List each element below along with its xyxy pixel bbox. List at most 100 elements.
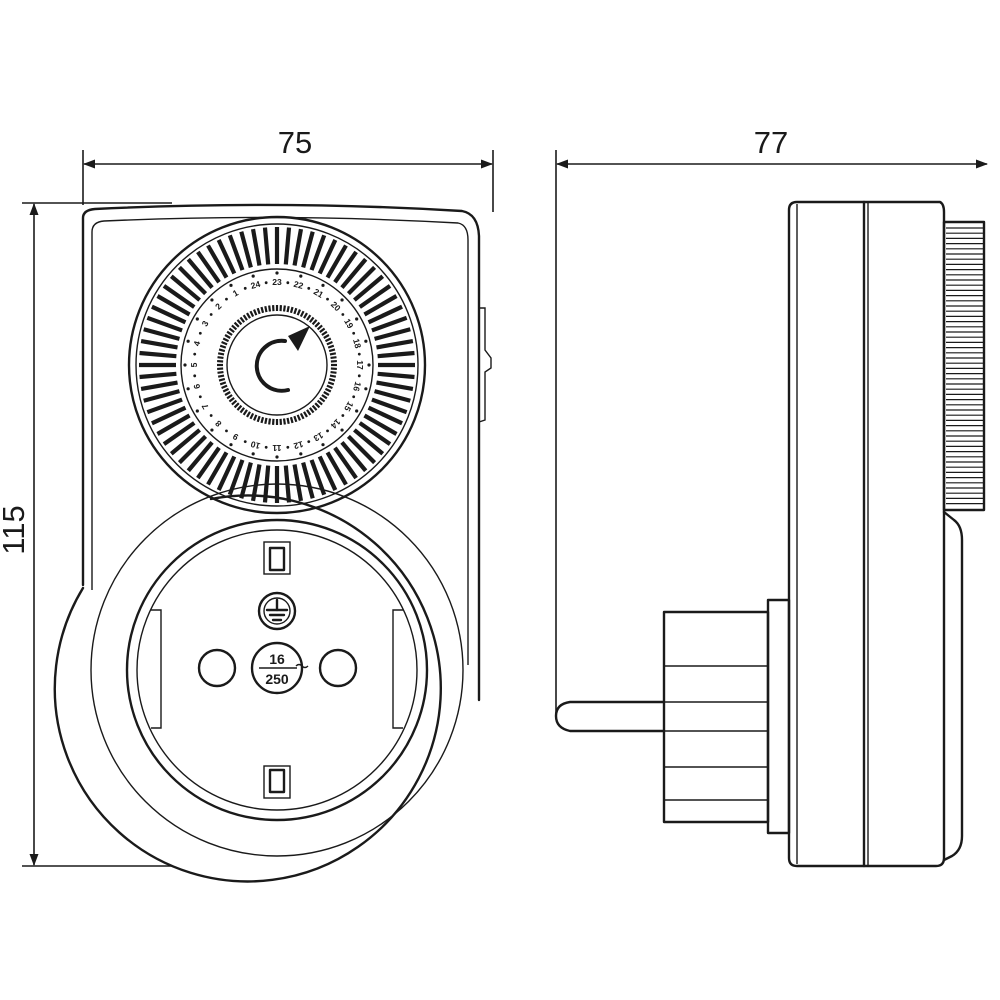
- dial-segment-pin[interactable]: [246, 312, 251, 319]
- dial-segment-pin[interactable]: [224, 391, 231, 396]
- dial-segment-pin[interactable]: [303, 312, 308, 319]
- dial-segment-pin[interactable]: [282, 418, 286, 425]
- dial-segment-pin[interactable]: [306, 409, 312, 416]
- dial-segment-pin[interactable]: [242, 314, 248, 321]
- dial-segment-pin[interactable]: [319, 397, 326, 403]
- dial-segment-pin[interactable]: [253, 414, 258, 421]
- dial-rib: [363, 413, 398, 436]
- dial-segment-pin[interactable]: [249, 412, 255, 420]
- dial-segment-pin[interactable]: [264, 417, 268, 425]
- dial-segment-pin[interactable]: [231, 324, 238, 331]
- dial-segment-pin[interactable]: [311, 319, 318, 326]
- dial-segment-pin[interactable]: [293, 307, 298, 315]
- dial-segment-pin[interactable]: [306, 314, 312, 321]
- dial-segment-pin[interactable]: [319, 327, 326, 333]
- dial-segment-pin[interactable]: [226, 394, 233, 400]
- dial-segment-pin[interactable]: [299, 310, 305, 318]
- dial-rib: [186, 441, 214, 473]
- dial-segment-pin[interactable]: [330, 370, 337, 374]
- dial-segment-pin[interactable]: [218, 377, 226, 382]
- dimension-depth-side: 77: [555, 125, 988, 715]
- dial-segment-pin[interactable]: [219, 344, 227, 349]
- dial-segment-pin[interactable]: [314, 402, 321, 409]
- dial-segment-pin[interactable]: [260, 306, 265, 314]
- dial-segment-pin[interactable]: [309, 316, 315, 323]
- dial-segment-pin[interactable]: [296, 414, 301, 421]
- dial-segment-pin[interactable]: [321, 394, 328, 400]
- dial-segment-pin[interactable]: [268, 418, 272, 425]
- dial-segment-pin[interactable]: [239, 316, 245, 323]
- dial-segment-pin[interactable]: [239, 407, 245, 414]
- dial-segment-pin[interactable]: [327, 381, 335, 386]
- dial-segment-pin[interactable]: [286, 305, 290, 313]
- dial-segment-pin[interactable]: [256, 415, 261, 423]
- dial-segment-pin[interactable]: [293, 415, 298, 423]
- dial-segment-pin[interactable]: [316, 324, 323, 331]
- dial-segment-pin[interactable]: [236, 319, 243, 326]
- dial-segment-pin[interactable]: [326, 384, 333, 389]
- dial-rib: [196, 446, 221, 480]
- dial-half-hour-dot: [307, 286, 311, 290]
- dial-segment-pin[interactable]: [323, 391, 330, 396]
- dial-segment-pin[interactable]: [289, 306, 294, 314]
- dial-segment-pin[interactable]: [314, 321, 321, 328]
- dial-segment-pin[interactable]: [328, 348, 336, 353]
- dial-segment-pin[interactable]: [218, 348, 226, 353]
- dial-segment-pin[interactable]: [222, 387, 230, 393]
- dial-segment-pin[interactable]: [286, 417, 290, 425]
- dial-segment-pin[interactable]: [233, 402, 240, 409]
- dial-segment-pin[interactable]: [224, 334, 231, 339]
- dial-half-hour-dot: [326, 429, 329, 433]
- dial-segment-pin[interactable]: [282, 305, 286, 312]
- dial-segment-pin[interactable]: [236, 404, 243, 411]
- dial-rib: [346, 434, 377, 465]
- dial-segment-pin[interactable]: [329, 352, 337, 356]
- dial-segment-pins[interactable]: [217, 305, 337, 425]
- dial-segment-pin[interactable]: [327, 344, 335, 349]
- dial-segment-pin[interactable]: [256, 307, 261, 315]
- dial-segment-pin[interactable]: [289, 416, 294, 424]
- dial-segment-pin[interactable]: [268, 305, 272, 312]
- dial-segment-pin[interactable]: [324, 387, 332, 393]
- dial-half-hour-dot: [264, 281, 268, 285]
- dial-segment-pin[interactable]: [316, 399, 323, 406]
- dial-segment-pin[interactable]: [217, 356, 224, 360]
- dial-segment-pin[interactable]: [233, 321, 240, 328]
- dial-segment-pin[interactable]: [228, 397, 235, 403]
- dial-segment-pin[interactable]: [226, 330, 233, 336]
- dial-segment-pin[interactable]: [328, 377, 336, 382]
- dial-segment-pin[interactable]: [221, 384, 228, 389]
- dial-segment-pin[interactable]: [222, 337, 230, 343]
- dial-segment-pin[interactable]: [253, 309, 258, 316]
- dial-segment-pin[interactable]: [311, 404, 318, 411]
- dial-segment-pin[interactable]: [242, 409, 248, 416]
- dial-segment-pin[interactable]: [330, 356, 337, 360]
- dial-segment-pin[interactable]: [219, 381, 227, 386]
- dial-segment-pin[interactable]: [221, 341, 228, 346]
- dial-segment-pin[interactable]: [217, 352, 225, 356]
- dial-hour-number: 22: [293, 279, 305, 291]
- dial-segment-pin[interactable]: [264, 305, 268, 313]
- dial-segment-pin[interactable]: [324, 337, 332, 343]
- dial-segment-pin[interactable]: [246, 411, 251, 418]
- dial-segment-pin[interactable]: [329, 374, 337, 378]
- dial-half-hour-dot: [286, 445, 290, 449]
- dial-segment-pin[interactable]: [231, 399, 238, 406]
- dial-segment-pin[interactable]: [249, 310, 255, 318]
- dial-segment-pin[interactable]: [323, 334, 330, 339]
- dial-segment-pin[interactable]: [309, 407, 315, 414]
- dial-segment-pin[interactable]: [296, 309, 301, 316]
- dial-segment-pin[interactable]: [299, 412, 305, 420]
- dial-segment-pin[interactable]: [326, 341, 333, 346]
- dial-segment-pin[interactable]: [217, 374, 225, 378]
- dial-segment-pin[interactable]: [260, 416, 265, 424]
- dial-segment-pin[interactable]: [217, 370, 224, 374]
- dial-outer-ring: [127, 215, 427, 515]
- dial-rib: [371, 397, 408, 415]
- dial-segment-pin[interactable]: [321, 330, 328, 336]
- dial-half-hour-dot: [193, 352, 197, 356]
- dial-segment-pin[interactable]: [228, 327, 235, 333]
- dial-segment-pin[interactable]: [303, 411, 308, 418]
